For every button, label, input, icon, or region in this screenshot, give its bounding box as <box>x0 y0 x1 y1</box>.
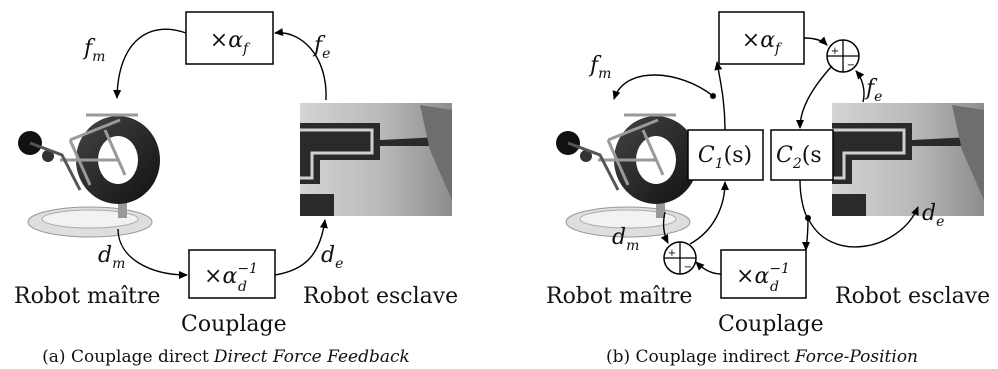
gain-alpha: α <box>754 264 769 289</box>
fm-arrow <box>612 74 714 100</box>
gain-alpha: α <box>222 264 237 289</box>
svg-text:×α−1d: ×α−1 d <box>736 261 790 295</box>
fe-arrow <box>855 70 865 103</box>
gain-alpha: α <box>760 28 775 53</box>
master-robot-image <box>556 113 698 238</box>
minus-sign: − <box>684 262 692 273</box>
branch-to-gain-arrow <box>802 217 811 251</box>
gain-subscript: d <box>238 279 247 295</box>
force-gain-box <box>718 11 805 65</box>
gain-subscript: f <box>242 41 251 57</box>
gain-subscript: d <box>770 279 779 295</box>
top-summing-junction: + − <box>826 39 860 73</box>
svg-text:C2(s: C2(s <box>776 143 822 172</box>
dm-label: dm <box>98 243 125 272</box>
de-arrow <box>274 219 328 276</box>
position-gain-box <box>720 249 807 299</box>
bottom-summing-junction: + − <box>663 241 697 275</box>
slave-robot-image <box>300 103 452 216</box>
caption-a: (a) Couplage direct Direct Force Feedbac… <box>42 347 410 367</box>
gain-mult: × <box>742 28 760 53</box>
c1-sub: 1 <box>715 156 724 172</box>
plus-sign: + <box>831 46 839 57</box>
slave-label: Robot esclave <box>303 284 458 309</box>
slave-label: Robot esclave <box>835 284 990 309</box>
master-label: Robot maître <box>14 284 160 309</box>
slave-robot-image <box>832 103 984 216</box>
de-label: de <box>922 201 944 230</box>
c2-down-wire <box>799 179 809 219</box>
gain-superscript: −1 <box>769 261 790 277</box>
gain-alpha: α <box>228 28 243 53</box>
master-label: Robot maître <box>546 284 692 309</box>
position-gain-box <box>188 249 276 299</box>
c1-arg: (s) <box>724 143 752 168</box>
dm-label: dm <box>612 225 639 254</box>
c1-to-gain-arrow <box>714 61 726 131</box>
coupling-label: Couplage <box>718 312 824 337</box>
fe-arrow <box>274 28 327 101</box>
sum-to-c1-arrow <box>689 181 729 245</box>
coupling-label: Couplage <box>181 312 287 337</box>
master-robot-image <box>18 113 160 238</box>
gain-subscript: f <box>774 41 783 57</box>
fe-label: fe <box>312 33 330 62</box>
svg-text:×αf: ×αf <box>210 28 251 57</box>
c2-sub: 2 <box>792 156 802 172</box>
c1-main: C <box>698 143 715 168</box>
fm-arrow <box>113 28 187 99</box>
minus-sign: − <box>847 60 855 71</box>
gain-mult: × <box>204 264 222 289</box>
gain-mult: × <box>210 28 228 53</box>
gain-to-sum-bottom-arrow <box>695 261 722 275</box>
sum-to-c2-arrow <box>796 65 833 129</box>
caption-b: (b) Couplage indirect Force-Position <box>606 347 918 367</box>
plus-sign: + <box>668 248 676 259</box>
controller-c2-box <box>770 129 834 181</box>
c2-main: C <box>776 143 793 168</box>
de-label: de <box>321 243 343 272</box>
dm-arrow <box>117 228 188 279</box>
controller-c1-box <box>687 129 764 181</box>
gain-to-sum-arrow <box>803 36 828 46</box>
dm-arrow <box>660 211 669 244</box>
c2-arg: (s <box>802 143 822 168</box>
svg-text:×αf: ×αf <box>742 28 783 57</box>
svg-text:C1(s): C1(s) <box>698 143 752 172</box>
fm-label: fm <box>588 53 611 82</box>
fe-label: fe <box>864 76 882 105</box>
svg-text:×α−1d: ×α−1 d <box>204 261 258 295</box>
de-arrow <box>807 206 919 248</box>
gain-mult: × <box>736 264 754 289</box>
force-gain-box <box>185 11 274 65</box>
fm-label: fm <box>82 36 105 65</box>
gain-superscript: −1 <box>237 261 258 277</box>
